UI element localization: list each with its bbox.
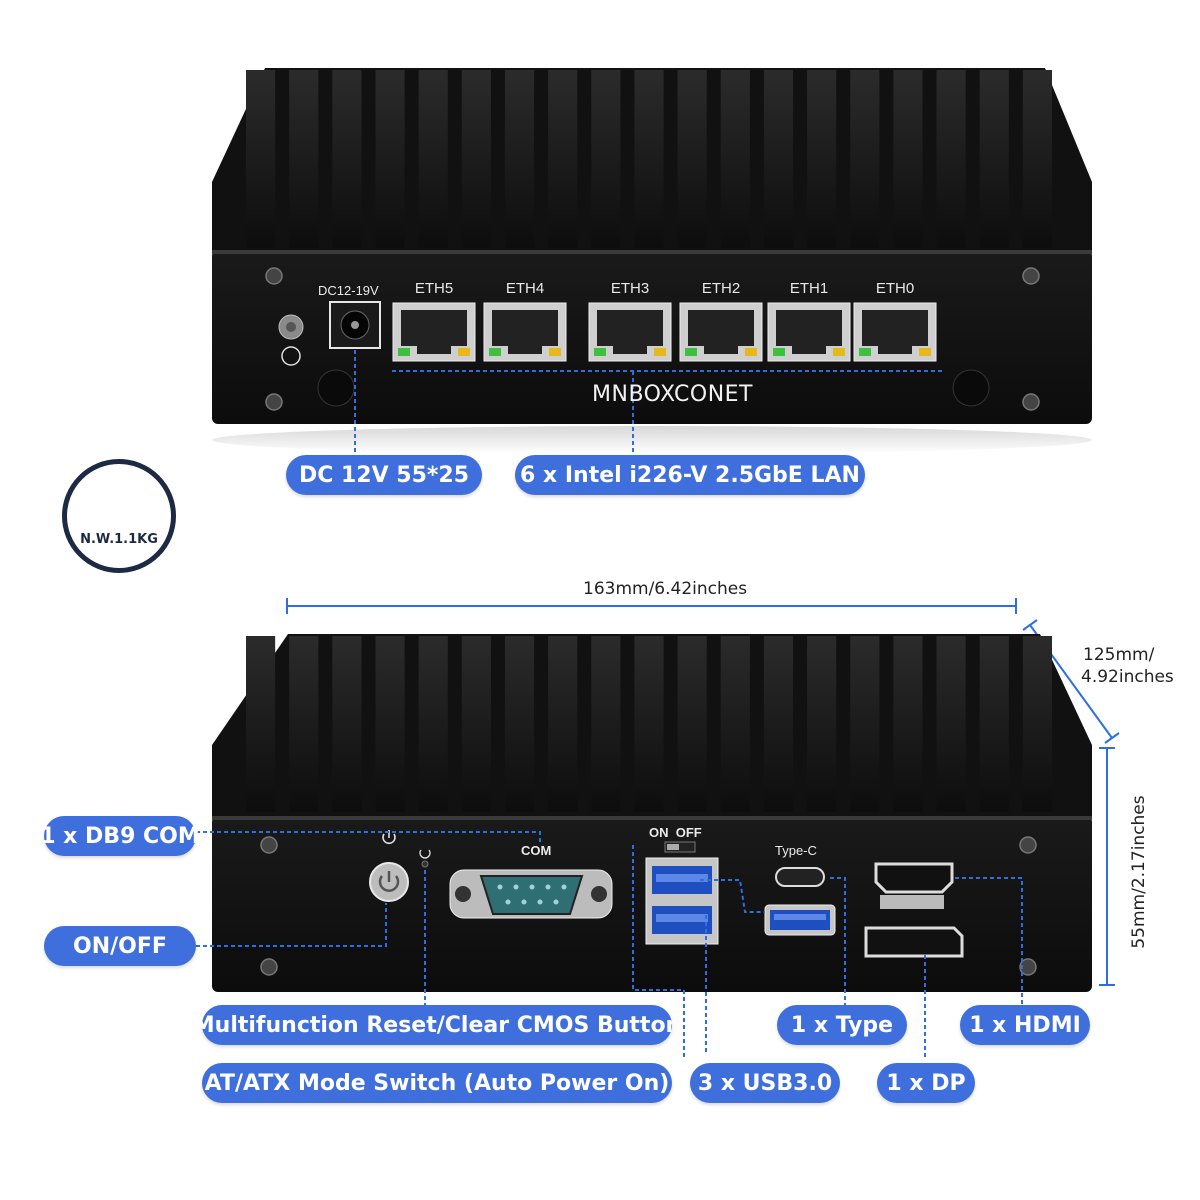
db9-com-callout: 1 x DB9 COM [40,816,200,856]
lan-callout: 6 x Intel i226-V 2.5GbE LAN [515,455,865,495]
eth-port-label: ETH5 [414,280,454,297]
heatsink-fin [979,70,1009,248]
width-dimension: 163mm/6.42inches [583,579,748,599]
heatsink-fin [591,636,621,812]
brand-name: MNBOXCONET [592,382,753,407]
heatsink-fin [289,70,319,248]
eth-port-label: ETH0 [875,280,915,297]
heatsink-fin [634,70,664,248]
heatsink-fin [893,70,923,248]
heatsink-fin [763,70,794,248]
heatsink-fin [720,636,750,812]
heatsink-fin [850,636,880,812]
ethernet-port [767,302,851,362]
usb-callout: 3 x USB3.0 [690,1063,840,1103]
heatsink-fin [418,636,448,812]
heatsink-fin [548,70,578,248]
depth-dimension-2: 4.92inches [1081,667,1174,687]
heatsink-fin [763,636,794,812]
ethernet-port [588,302,672,362]
height-dimension: 55mm/2.17inches [1129,795,1149,949]
weight-badge: KG N.W.1.1KG [62,459,176,573]
heatsink-fin [246,636,276,812]
ethernet-port [392,302,476,362]
dc-power-callout: DC 12V 55*25 [286,455,482,495]
heatsink-fin [1022,70,1052,248]
heatsink-fin [548,636,578,812]
hdmi-port [864,862,964,958]
top-device [212,68,1092,455]
on-off-callout: ON/OFF [44,926,196,966]
heatsink-fin [677,70,707,248]
heatsink-fin [591,70,621,248]
ethernet-port [853,302,937,362]
power-button [369,830,431,902]
ethernet-port [483,302,567,362]
type-c-callout: 1 x Type [777,1005,907,1045]
heatsink-fin [375,70,405,248]
heatsink-fin [634,636,664,812]
heatsink-fin [332,70,362,248]
heatsink-fin [850,70,880,248]
heatsink-fin [979,636,1009,812]
dc-power-jack [329,301,381,349]
com-port [449,869,613,919]
heatsink-fin [289,636,319,812]
heatsink-fin [893,636,923,812]
eth-port-label: ETH4 [505,280,545,297]
mode-switch-callout: AT/ATX Mode Switch (Auto Power On) [202,1063,672,1103]
heatsink-fin [375,636,405,812]
heatsink-fin [720,70,750,248]
heatsink-fin [418,70,448,248]
switch-label: ON OFF [649,825,702,840]
hdmi-callout: 1 x HDMI [960,1005,1090,1045]
heatsink-fin [332,636,362,812]
heatsink-fin [807,70,837,248]
heatsink-fin [807,636,837,812]
heatsink-fin [504,636,535,812]
bottom-device [196,634,1092,1058]
heatsink-fin [461,70,491,248]
heatsink-fin [1022,636,1052,812]
heatsink-fin [504,70,535,248]
heatsink-fin [461,636,491,812]
dp-callout: 1 x DP [877,1063,975,1103]
eth-port-label: ETH1 [789,280,829,297]
com-label: COM [521,843,552,858]
ethernet-port [679,302,763,362]
depth-dimension-1: 125mm/ [1083,645,1155,665]
heatsink-fin [936,636,966,812]
heatsink-fin [246,70,276,248]
eth-port-label: ETH3 [610,280,650,297]
reset-callout: Multifunction Reset/Clear CMOS Button [193,1005,681,1045]
badge-unit: KG [106,484,134,504]
usb-ports [645,857,836,945]
heatsink-fin [677,636,707,812]
eth-port-label: ETH2 [701,280,741,297]
typec-label: Type-C [775,843,817,858]
power-jack-label: DC12-19V [318,283,379,298]
badge-weight: N.W.1.1KG [80,532,158,547]
heatsink-fin [936,70,966,248]
